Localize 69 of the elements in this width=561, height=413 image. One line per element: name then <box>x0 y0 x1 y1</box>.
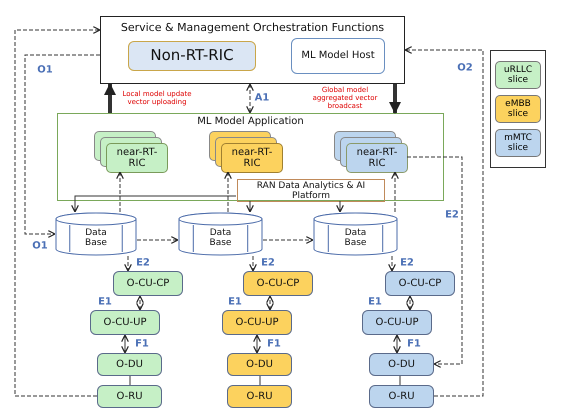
edge-label: O1 <box>36 64 54 76</box>
process-box: near-RT-RIC <box>346 143 408 173</box>
edge-label: O2 <box>456 62 474 74</box>
process-box: ML Model Host <box>291 38 385 74</box>
edge-label: E2 <box>260 258 276 268</box>
process-box: O-CU-UP <box>90 310 160 335</box>
arrow <box>104 83 116 113</box>
edge-label: A1 <box>254 92 270 104</box>
arrow <box>246 200 254 213</box>
database-cylinder <box>313 212 398 256</box>
arrow <box>24 54 100 238</box>
process-box: O-CU-UP <box>362 310 432 335</box>
process-box: O-CU-CP <box>385 271 455 296</box>
group-title: ML Model Application <box>196 116 305 127</box>
process-box: O-CU-UP <box>222 310 292 335</box>
arrow <box>246 83 254 114</box>
arrow <box>248 256 258 272</box>
arrow <box>406 156 462 368</box>
process-box: O-DU <box>97 353 162 376</box>
legend-item: eMBB slice <box>495 95 541 123</box>
node-label: Data Base <box>208 227 232 248</box>
edge-label: F1 <box>266 338 282 350</box>
database-cylinder <box>55 212 137 256</box>
arrow <box>252 334 262 354</box>
arrow <box>389 84 401 114</box>
process-box: O-RU <box>227 385 292 408</box>
edge-label: E1 <box>97 296 113 308</box>
process-box: Non-RT-RIC <box>128 41 256 71</box>
process-box: O-RU <box>97 385 162 408</box>
edge-label: E1 <box>227 296 243 308</box>
arrow <box>14 26 101 396</box>
arrow <box>136 236 179 244</box>
arrow <box>388 256 396 272</box>
process-box: O-DU <box>369 353 434 376</box>
process-box: near-RT-RIC <box>106 143 168 173</box>
process-box: O-CU-CP <box>113 271 183 296</box>
application-box <box>57 113 444 201</box>
node-label: Data Base <box>344 227 368 248</box>
arrow <box>70 196 236 213</box>
arrow <box>390 171 400 212</box>
arrow <box>266 295 274 311</box>
process-box: O-RU <box>369 385 434 408</box>
process-box: O-CU-CP <box>243 271 313 296</box>
edge-label: E2 <box>135 258 151 268</box>
arrow <box>406 295 414 311</box>
edge-label: E1 <box>367 296 383 308</box>
edge-label: O1 <box>31 240 49 252</box>
edge-label: F1 <box>134 338 150 350</box>
database-cylinder <box>178 212 263 256</box>
legend-item: mMTC slice <box>495 129 541 157</box>
platform-band: RAN Data Analytics & AI Platform <box>237 179 385 202</box>
arrow <box>136 295 144 311</box>
process-box: O-DU <box>227 353 292 376</box>
arrow <box>336 200 344 213</box>
edge-label: E2 <box>444 210 460 220</box>
edge-label: F1 <box>406 338 422 350</box>
group-title: Service & Management Orchestration Functions <box>120 21 386 34</box>
arrow <box>124 256 132 272</box>
node-label: Data Base <box>84 227 108 248</box>
arrow <box>224 171 232 212</box>
arrow <box>262 236 314 244</box>
edge-label: E2 <box>399 258 415 268</box>
orchestration-box <box>100 16 405 84</box>
legend-item: uRLLC slice <box>495 61 541 89</box>
process-box: near-RT-RIC <box>221 143 283 173</box>
arrow <box>404 46 484 396</box>
arrow <box>116 171 124 212</box>
arrow <box>120 334 130 354</box>
arrow <box>392 334 402 354</box>
